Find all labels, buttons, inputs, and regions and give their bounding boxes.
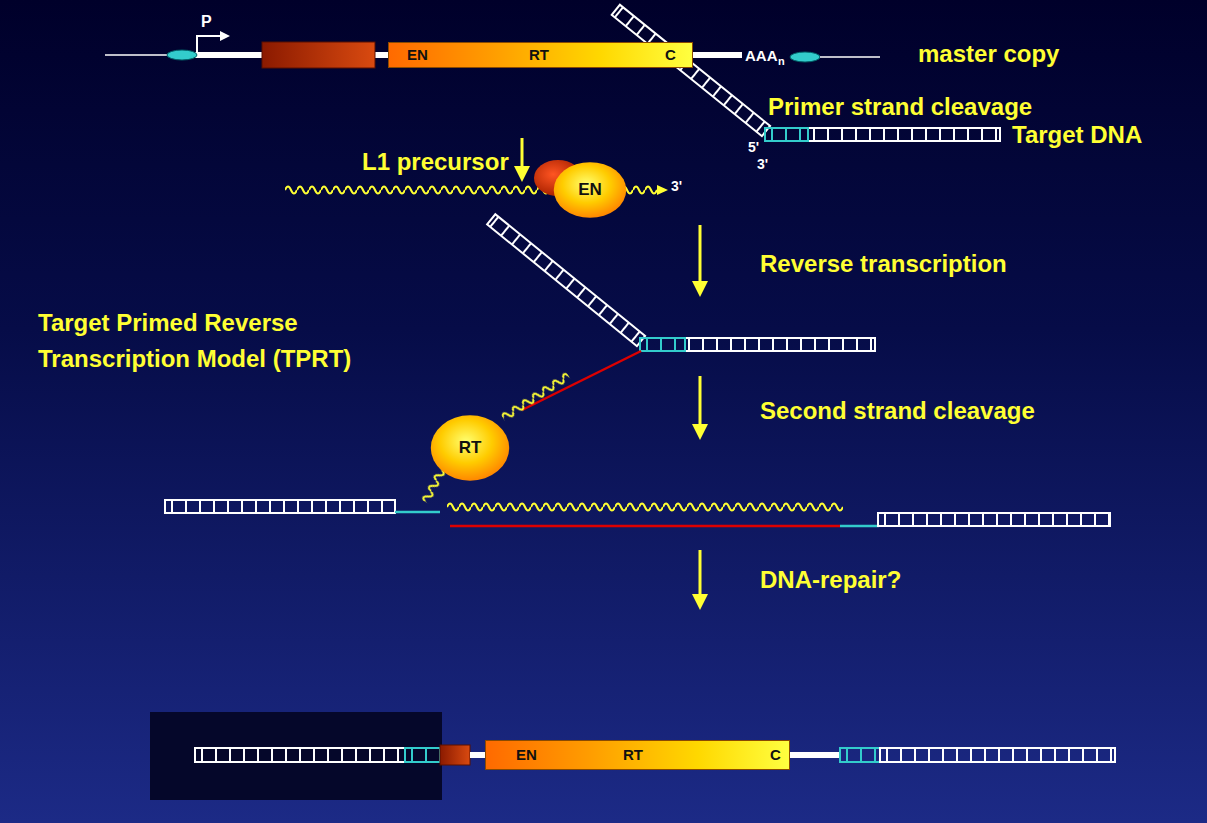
end-label: 5' — [748, 139, 759, 155]
step-label: Second strand cleavage — [760, 397, 1035, 425]
domain-label: EN — [578, 180, 602, 200]
polya-subscript: n — [778, 55, 785, 68]
domain-label: RT — [529, 43, 549, 67]
step-label: Primer strand cleavage — [768, 93, 1032, 121]
end-label: 3' — [671, 178, 682, 194]
cdna-strand — [450, 525, 840, 528]
target-site-ladder — [765, 128, 808, 141]
dna-ladder — [195, 748, 405, 762]
rna-strand — [447, 500, 843, 514]
target-site-ladder — [640, 338, 685, 351]
molecule-label: L1 precursor — [362, 148, 509, 176]
dna-ladder — [165, 500, 395, 513]
transcript-band — [470, 752, 486, 758]
domain-label: C — [770, 741, 781, 769]
master-copy — [105, 36, 880, 68]
target-site-ladder — [840, 748, 880, 762]
step-arrow — [699, 225, 702, 285]
target-site-overhang — [840, 525, 879, 528]
dna-ladder — [880, 748, 1115, 762]
target-site-overhang — [395, 511, 440, 514]
stage-second-strand — [165, 500, 1110, 526]
orf-bar: EN RT C — [388, 42, 693, 68]
dna-ladder — [765, 128, 1000, 141]
dna-ladder — [487, 214, 645, 346]
domain-label: EN — [516, 741, 537, 769]
step-arrow — [521, 138, 524, 170]
dna-ladder — [640, 338, 875, 351]
inserted-orf-bar: EN RT C — [485, 740, 790, 770]
dna-ladder — [878, 513, 1110, 526]
stage-label: master copy — [918, 40, 1059, 68]
polya-label: AAA — [745, 47, 778, 64]
protein-outline — [431, 415, 509, 480]
reverse-transcriptase-protein: RT — [430, 414, 510, 482]
target-site-ladder — [405, 748, 440, 762]
model-label: Target Primed Reverse Transcription Mode… — [38, 305, 378, 377]
step-label: DNA-repair? — [760, 566, 901, 594]
dark-panel — [150, 712, 442, 800]
flank-line — [105, 54, 168, 56]
step-label: Reverse transcription — [760, 250, 1007, 278]
end-label: 3' — [757, 156, 768, 172]
dna-ladder — [612, 5, 770, 136]
target-site — [790, 52, 820, 62]
step-arrow — [699, 376, 702, 428]
domain-label: RT — [459, 438, 482, 458]
flank-line — [820, 56, 880, 58]
stage-inserted — [150, 712, 1115, 800]
domain-label: EN — [407, 43, 428, 67]
utr-box — [262, 42, 375, 68]
target-site — [167, 50, 197, 60]
rna-end-arrow — [657, 185, 668, 195]
molecule-label: Target DNA — [1012, 121, 1142, 149]
domain-label: C — [665, 43, 676, 67]
rna-strand — [419, 467, 448, 505]
domain-label: RT — [623, 741, 643, 769]
utr-box — [440, 745, 470, 765]
promoter-label: P — [201, 13, 212, 31]
transcript-band — [790, 752, 840, 758]
rna-strand — [499, 370, 572, 424]
promoter-arrow — [197, 36, 222, 52]
step-arrow — [699, 550, 702, 598]
endonuclease-protein: EN — [553, 161, 627, 219]
protein-outline — [554, 162, 627, 218]
